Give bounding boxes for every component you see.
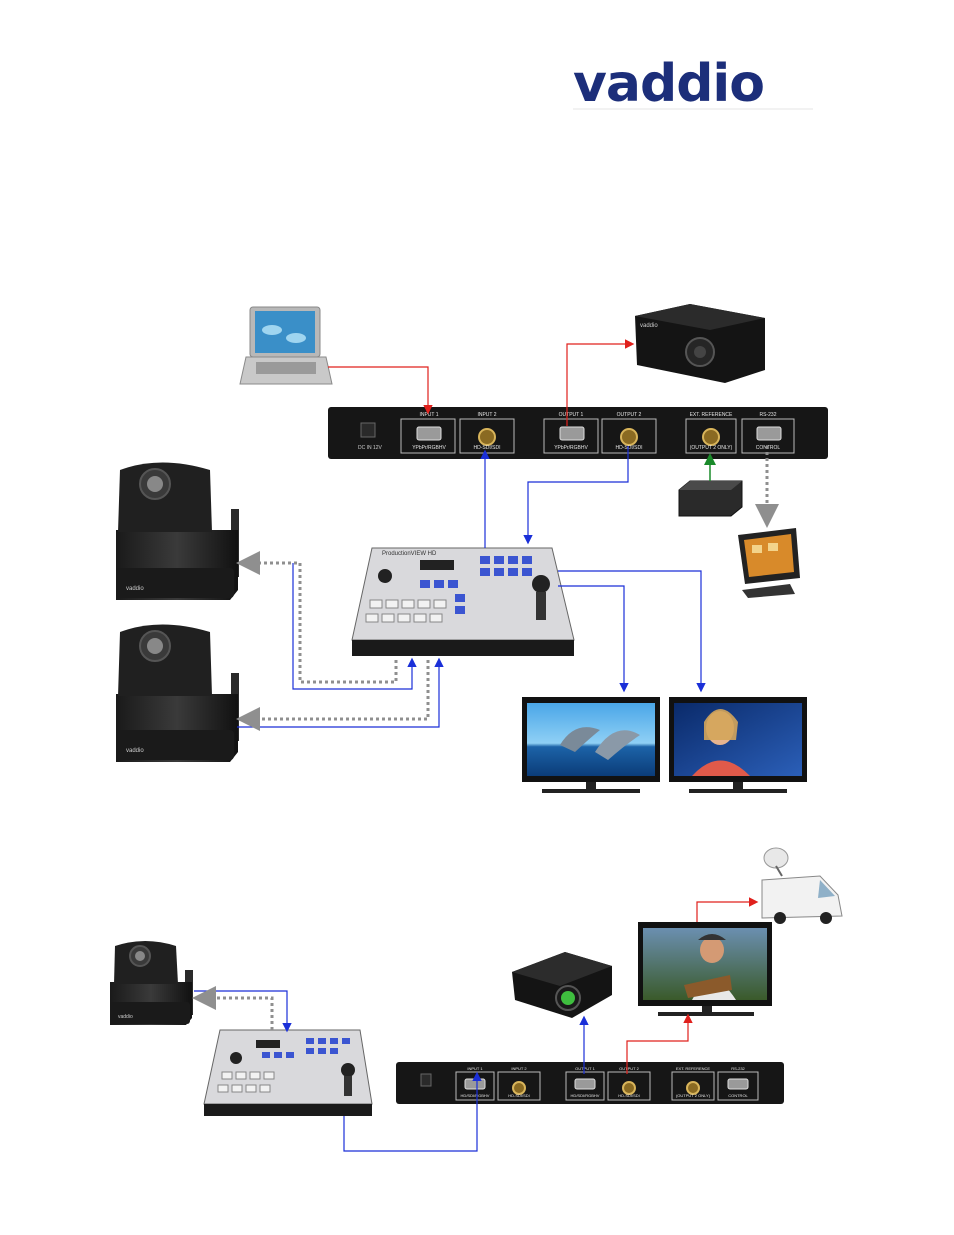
connection-output2-monitor: [626, 1013, 693, 1074]
laptop-icon: [239, 306, 333, 385]
rear-panel-top: DC IN 12V: [328, 407, 828, 459]
port-label: OUTPUT 2: [617, 412, 642, 418]
port-label: OUTPUT 2: [619, 1066, 639, 1071]
port-sublabel: CONTROL: [728, 1093, 748, 1098]
connection-switcher-monitor2: [558, 570, 706, 693]
svg-text:vaddio: vaddio: [640, 323, 658, 329]
camera-icon: vaddio: [116, 624, 239, 762]
connection-camera-switcher: [194, 990, 292, 1033]
port-sublabel: YPbPr/RGBHV: [554, 445, 588, 451]
port-label: OUTPUT 1: [559, 412, 584, 418]
vaddio-logo: vaddio: [573, 58, 813, 110]
port-label: OUTPUT 1: [575, 1066, 595, 1071]
top-port-labels: INPUT 1 YPbPr/RGBHV INPUT 2 HD-SDI/SDI OUTPU…: [412, 412, 780, 451]
control-camera1: [236, 551, 398, 684]
monitor-dolphins-icon: [522, 697, 660, 793]
satellite-van-icon: [761, 847, 843, 924]
projector-icon: vaddio: [635, 304, 765, 383]
touch-panel-icon: [738, 528, 800, 598]
connection-output1-projector: [566, 339, 635, 426]
connection-laptop-input1: [328, 366, 433, 415]
port-sublabel: HD/SDI/RGBHV: [571, 1093, 600, 1098]
port-label: INPUT 2: [477, 412, 496, 418]
port-label: EXT. REFERENCE: [676, 1066, 711, 1071]
monitor-news-anchor-icon: [669, 697, 807, 793]
production-switcher-icon: [203, 1029, 373, 1116]
svg-text:DC IN 12V: DC IN 12V: [358, 445, 383, 451]
port-sublabel: HD-SDI/SDI: [616, 445, 643, 451]
port-label: INPUT 1: [467, 1066, 483, 1071]
svg-text:ProductionVIEW HD: ProductionVIEW HD: [382, 551, 437, 557]
port-label: RS-232: [760, 412, 777, 418]
monitor-singer-icon: [638, 922, 772, 1016]
port-sublabel: (OUTPUT 2 ONLY): [676, 1093, 711, 1098]
connection-switcher-input1: [343, 1071, 482, 1152]
port-label: INPUT 2: [511, 1066, 527, 1071]
port-sublabel: YPbPr/RGBHV: [412, 445, 446, 451]
port-label: INPUT 1: [419, 412, 438, 418]
port-sublabel: (OUTPUT 2 ONLY): [690, 445, 733, 451]
svg-text:vaddio: vaddio: [118, 1014, 133, 1020]
camera-icon: vaddio: [110, 941, 193, 1025]
bottom-port-labels: INPUT 1 HD/SDI/RGBHV INPUT 2 HD-SDI/SDI OUTP…: [461, 1066, 749, 1098]
svg-text:vaddio: vaddio: [126, 586, 144, 592]
port-sublabel: HD-SDI/SDI: [618, 1093, 640, 1098]
connection-camera2-switcher: [237, 657, 444, 728]
connection-camera1-switcher: [292, 563, 417, 690]
port-label: RS-232: [731, 1066, 745, 1071]
sync-generator-icon: [678, 480, 743, 517]
logo-text: vaddio: [573, 54, 765, 114]
camera-icon: vaddio: [116, 462, 239, 600]
port-sublabel: HD/SDI/RGBHV: [461, 1093, 490, 1098]
connection-monitor-van: [696, 897, 759, 922]
connection-output2-switcher: [523, 446, 629, 545]
port-label: EXT. REFERENCE: [690, 412, 733, 418]
production-switcher-icon: ProductionVIEW HD: [351, 547, 575, 656]
connection-switcher-monitor1: [558, 585, 629, 693]
svg-text:vaddio: vaddio: [126, 748, 144, 754]
control-camera: [192, 986, 274, 1030]
port-sublabel: HD-SDI/SDI: [508, 1093, 530, 1098]
port-sublabel: HD-SDI/SDI: [474, 445, 501, 451]
control-camera2: [236, 660, 430, 731]
projector-icon: [512, 952, 612, 1018]
